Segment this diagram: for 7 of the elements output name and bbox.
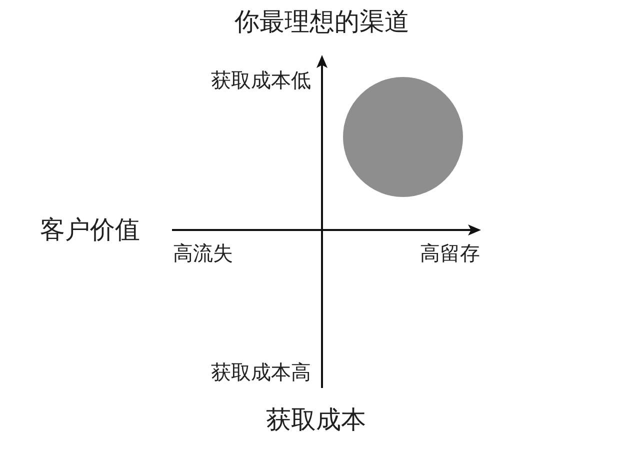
axis-end-label: 高流失 — [173, 243, 233, 263]
axis-title: 获取成本 — [266, 407, 366, 432]
axis-end-label: 获取成本低 — [211, 70, 311, 90]
axis-end-label: 高留存 — [420, 243, 480, 263]
axis-title: 客户价值 — [40, 217, 140, 242]
axis-end-label: 获取成本高 — [211, 362, 311, 382]
title: 你最理想的渠道 — [234, 9, 410, 34]
